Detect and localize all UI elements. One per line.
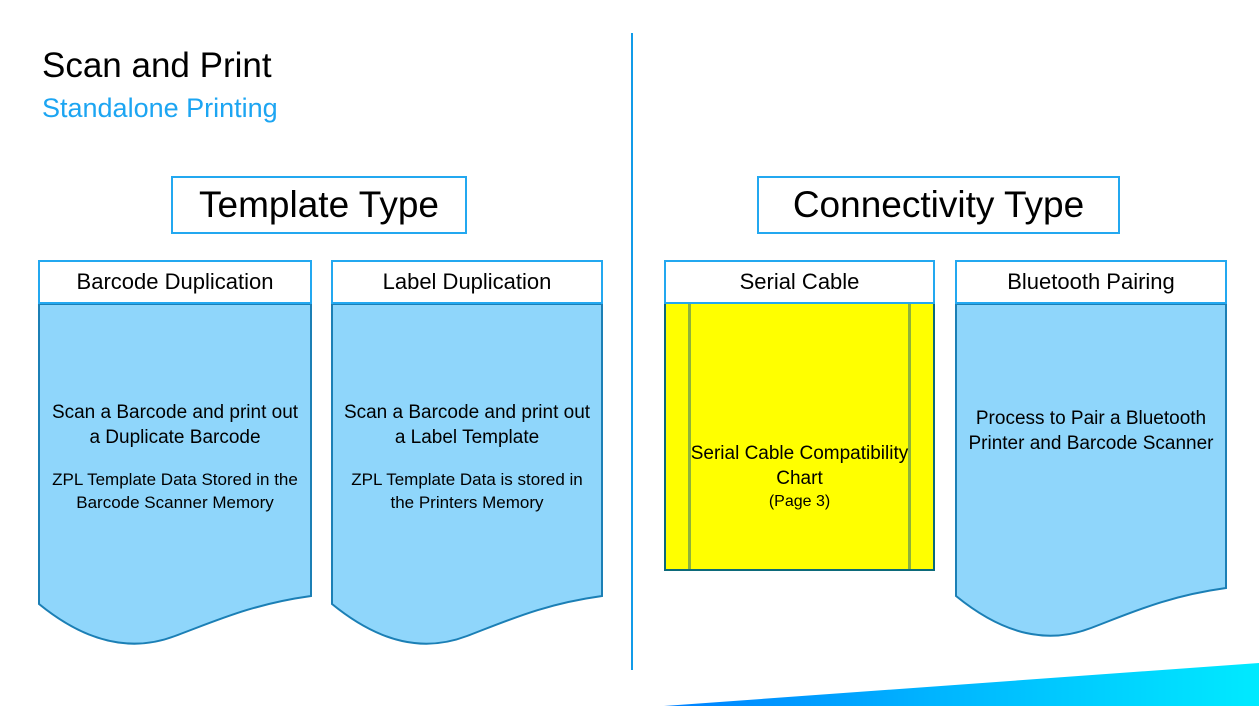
card-text: Serial Cable Compatibility Chart (Page 3… [666, 441, 933, 513]
card-body: Scan a Barcode and print out a Duplicate… [38, 304, 312, 648]
card-bluetooth-pairing[interactable]: Bluetooth Pairing Process to Pair a Blue… [955, 260, 1227, 640]
card-body: Process to Pair a Bluetooth Printer and … [955, 304, 1227, 640]
card-header: Barcode Duplication [38, 260, 312, 304]
card-barcode-duplication[interactable]: Barcode Duplication Scan a Barcode and p… [38, 260, 312, 648]
card-main-text: Scan a Barcode and print out a Duplicate… [51, 402, 299, 448]
card-text: Process to Pair a Bluetooth Printer and … [955, 406, 1227, 456]
card-body-shape [331, 304, 603, 645]
card-header-label: Bluetooth Pairing [1007, 269, 1175, 294]
card-serial-cable[interactable]: Serial Cable Serial Cable Compatibility … [664, 260, 935, 571]
card-text: Scan a Barcode and print out a Label Tem… [331, 400, 603, 514]
card-body-yellow: Serial Cable Compatibility Chart (Page 3… [664, 304, 935, 571]
text-spacer [46, 450, 304, 468]
card-header-label: Barcode Duplication [76, 269, 274, 294]
card-sub-text: (Page 3) [768, 493, 831, 510]
card-header: Label Duplication [331, 260, 603, 304]
section-header-label: Template Type [199, 184, 439, 225]
yellow-divider-line-right [908, 304, 911, 569]
page-title: Scan and Print [42, 46, 272, 85]
vertical-divider [631, 33, 633, 670]
section-header-connectivity-type: Connectivity Type [757, 176, 1120, 234]
text-spacer [339, 450, 595, 468]
card-main-text: Serial Cable Compatibility Chart [690, 443, 909, 489]
card-sub-text: ZPL Template Data Stored in the Barcode … [52, 470, 298, 512]
card-body-shape [38, 304, 312, 645]
card-sub-text: ZPL Template Data is stored in the Print… [351, 470, 583, 512]
card-body: Scan a Barcode and print out a Label Tem… [331, 304, 603, 648]
card-header: Bluetooth Pairing [955, 260, 1227, 304]
card-label-duplication[interactable]: Label Duplication Scan a Barcode and pri… [331, 260, 603, 648]
card-main-text: Scan a Barcode and print out a Label Tem… [343, 402, 591, 448]
title-block: Scan and Print Standalone Printing [42, 44, 602, 126]
yellow-divider-line-left [688, 304, 691, 569]
card-main-text: Process to Pair a Bluetooth Printer and … [968, 408, 1214, 454]
card-header-label: Serial Cable [739, 269, 860, 294]
section-header-template-type: Template Type [171, 176, 467, 234]
bottom-accent-shape [664, 650, 1259, 706]
card-header: Serial Cable [664, 260, 935, 304]
card-header-label: Label Duplication [382, 269, 552, 294]
card-body-shape [955, 304, 1227, 637]
page-subtitle: Standalone Printing [42, 93, 278, 123]
bottom-accent-triangle [664, 663, 1259, 706]
card-text: Scan a Barcode and print out a Duplicate… [38, 400, 312, 514]
section-header-label: Connectivity Type [792, 184, 1085, 225]
